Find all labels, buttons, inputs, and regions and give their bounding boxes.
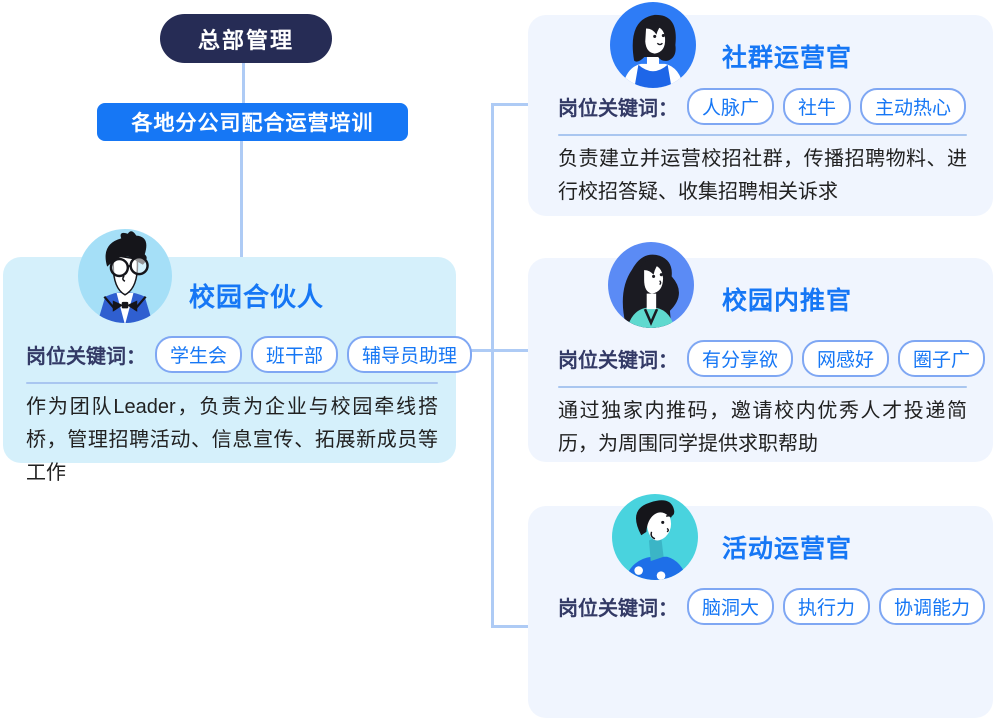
card-title-activity-officer: 活动运营官 bbox=[722, 535, 853, 563]
connector-branch-partner bbox=[240, 141, 243, 257]
keyword-pill: 辅导员助理 bbox=[347, 336, 473, 373]
node-headquarters: 总部管理 bbox=[160, 14, 332, 63]
keyword-row: 岗位关键词： 有分享欲 网感好 圈子广 bbox=[558, 340, 986, 377]
card-activity-officer: 活动运营官 岗位关键词： 脑洞大 执行力 协调能力 bbox=[528, 494, 993, 718]
card-description: 通过独家内推码，邀请校内优秀人才投递简历，为周围同学提供求职帮助 bbox=[558, 400, 967, 455]
keyword-pill: 网感好 bbox=[802, 340, 890, 377]
keyword-pill: 协调能力 bbox=[879, 588, 986, 625]
keyword-pill: 社牛 bbox=[783, 88, 852, 125]
keyword-label: 岗位关键词： bbox=[558, 598, 678, 620]
card-divider bbox=[558, 386, 967, 388]
node-branch-training: 各地分公司配合运营培训 bbox=[97, 103, 408, 141]
connector-stub-referral bbox=[456, 349, 528, 352]
card-referral-officer: 校园内推官 岗位关键词： 有分享欲 网感好 圈子广 通过独家内推码，邀请校内优秀… bbox=[528, 242, 993, 462]
card-description: 负责建立并运营校招社群，传播招聘物料、进行校招答疑、收集招聘相关诉求 bbox=[558, 148, 967, 203]
card-community-officer: 社群运营官 岗位关键词： 人脉广 社牛 主动热心 负责建立并运营校招社群，传播招… bbox=[528, 2, 993, 216]
connector-stub-community bbox=[493, 103, 528, 106]
keyword-pill: 人脉广 bbox=[687, 88, 775, 125]
keyword-label: 岗位关键词： bbox=[558, 98, 678, 120]
card-divider bbox=[558, 134, 967, 136]
keyword-row: 岗位关键词： 脑洞大 执行力 协调能力 bbox=[558, 588, 986, 625]
man-side-profile-avatar bbox=[612, 494, 698, 580]
keyword-pill: 圈子广 bbox=[898, 340, 986, 377]
man-glasses-bowtie-avatar bbox=[78, 229, 172, 323]
woman-long-hair-avatar bbox=[608, 242, 694, 328]
connector-root-branch bbox=[242, 63, 245, 103]
keyword-label: 岗位关键词： bbox=[26, 346, 146, 368]
keyword-row: 岗位关键词： 人脉广 社牛 主动热心 bbox=[558, 88, 967, 125]
keyword-row: 岗位关键词： 学生会 班干部 辅导员助理 bbox=[26, 336, 473, 373]
card-divider bbox=[26, 382, 438, 384]
keyword-pill: 有分享欲 bbox=[687, 340, 794, 377]
keyword-pill: 学生会 bbox=[155, 336, 243, 373]
woman-bob-hair-avatar bbox=[610, 2, 696, 88]
card-description: 作为团队Leader，负责为企业与校园牵线搭桥，管理招聘活动、信息宣传、拓展新成… bbox=[26, 396, 438, 484]
keyword-pill: 班干部 bbox=[251, 336, 339, 373]
connector-trunk bbox=[491, 103, 494, 628]
card-title-campus-partner: 校园合伙人 bbox=[189, 282, 325, 312]
card-campus-partner: 校园合伙人 岗位关键词： 学生会 班干部 辅导员助理 作为团队Leader，负责… bbox=[3, 229, 473, 484]
keyword-pill: 主动热心 bbox=[860, 88, 967, 125]
card-title-community-officer: 社群运营官 bbox=[722, 44, 853, 72]
keyword-label: 岗位关键词： bbox=[558, 350, 678, 372]
card-title-referral-officer: 校园内推官 bbox=[722, 287, 853, 315]
keyword-pill: 执行力 bbox=[783, 588, 871, 625]
connector-stub-activity bbox=[493, 625, 528, 628]
keyword-pill: 脑洞大 bbox=[687, 588, 775, 625]
